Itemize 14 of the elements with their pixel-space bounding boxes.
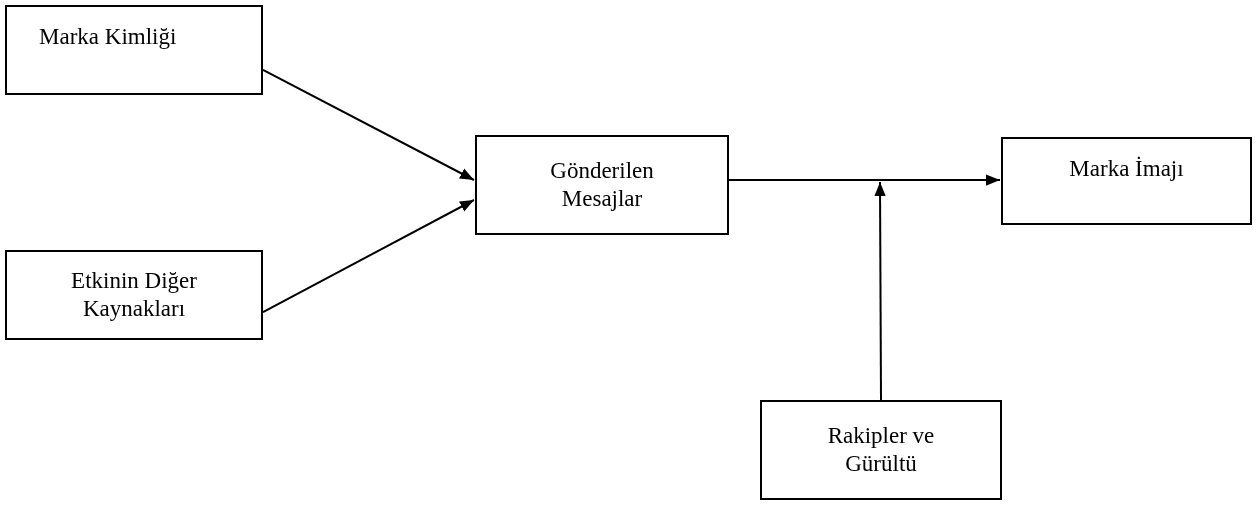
box-label: Gönderilen Mesajlar (549, 157, 655, 213)
box-label: Etkinin Diğer Kaynakları (70, 267, 198, 323)
box-label: Marka İmajı (1069, 155, 1184, 183)
process-box (5, 5, 263, 95)
box-label: Rakipler ve Gürültü (826, 422, 936, 478)
box-label: Marka Kimliği (39, 23, 177, 51)
arrow (262, 68, 475, 181)
arrow (262, 199, 475, 314)
process-box (760, 400, 1002, 500)
process-box (5, 250, 263, 340)
arrow (728, 174, 1001, 186)
arrow (874, 181, 886, 401)
process-box (1001, 137, 1252, 225)
process-box (475, 135, 729, 235)
